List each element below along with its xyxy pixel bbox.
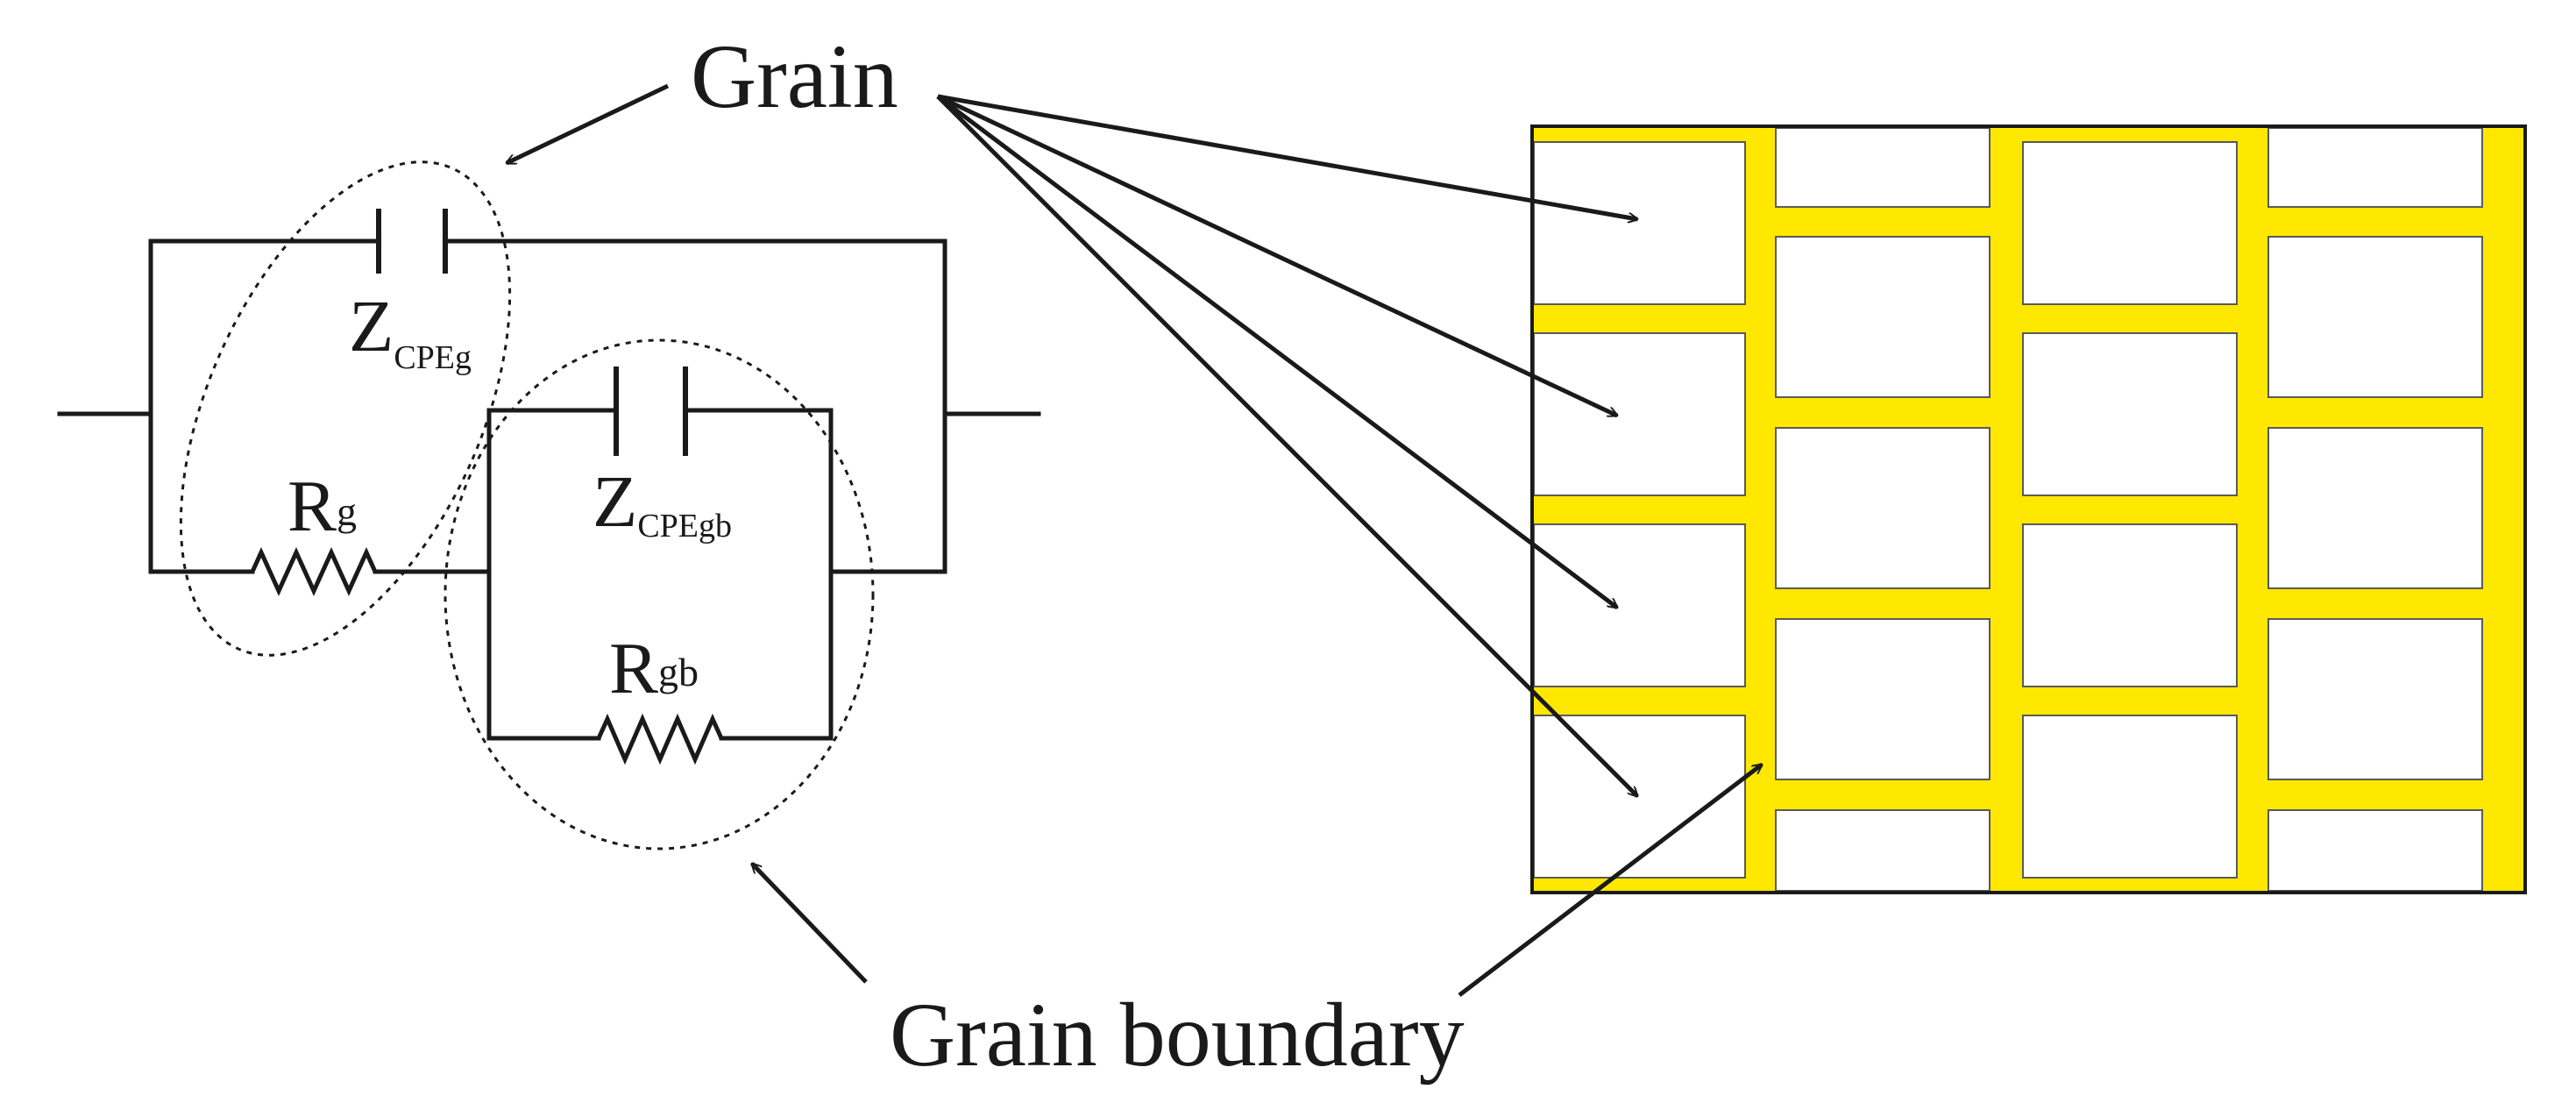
- rgb-label: Rgb: [609, 628, 699, 709]
- arrow-to-grain-3: [936, 95, 1617, 608]
- grain-cell: [2022, 715, 2238, 879]
- grain-cell: [2267, 427, 2483, 589]
- grain-cell: [1533, 141, 1746, 305]
- grain-cell: [1775, 236, 1991, 398]
- arrow-to-grain-4: [936, 95, 1637, 796]
- grain-group-ellipse: [179, 160, 512, 657]
- grain-title: Grain: [691, 26, 898, 127]
- arrow-to-grain-boundary-block: [1458, 765, 1762, 997]
- arrow-to-grain-boundary-circuit: [752, 864, 868, 984]
- grain-arrows: [507, 83, 1637, 796]
- grain-cell: [2267, 127, 2483, 208]
- arrow-to-grain-circuit: [507, 83, 670, 166]
- microstructure-block: [1530, 125, 2527, 894]
- grain-cell: [1533, 715, 1746, 879]
- rg-label: Rg: [287, 466, 357, 547]
- grain-cell: [2267, 236, 2483, 398]
- arrow-to-grain-2: [936, 94, 1617, 418]
- grain-cell: [1775, 127, 1991, 208]
- cpe-g-label: ZCPEg: [349, 286, 472, 376]
- circuit: ZCPEg Rg ZCPEgb Rgb: [57, 160, 1041, 850]
- grain-cell: [2267, 618, 2483, 780]
- grain-cell: [1533, 523, 1746, 687]
- grain-cell: [1533, 332, 1746, 496]
- arrow-to-grain-1: [937, 94, 1637, 219]
- grain-cell: [1775, 427, 1991, 589]
- grain-cell: [2022, 141, 2238, 305]
- microstructure-outline: [1530, 125, 2527, 894]
- grain-cell: [2022, 523, 2238, 687]
- grain-boundary-group-ellipse: [444, 338, 875, 850]
- rg-resistor-symbol: [250, 546, 378, 597]
- rgb-resistor-symbol: [596, 713, 724, 765]
- grain-boundary-title: Grain boundary: [890, 985, 1465, 1085]
- grain-cell: [1775, 618, 1991, 780]
- grain-cell: [2267, 809, 2483, 892]
- cpe-g-capacitor-symbol: [376, 209, 448, 274]
- grain-cell: [1775, 809, 1991, 892]
- grain-boundary-arrows: [752, 765, 1762, 997]
- grain-cell: [2022, 332, 2238, 496]
- cpe-gb-label: ZCPEgb: [593, 461, 732, 544]
- cpe-gb-capacitor-symbol: [614, 366, 688, 456]
